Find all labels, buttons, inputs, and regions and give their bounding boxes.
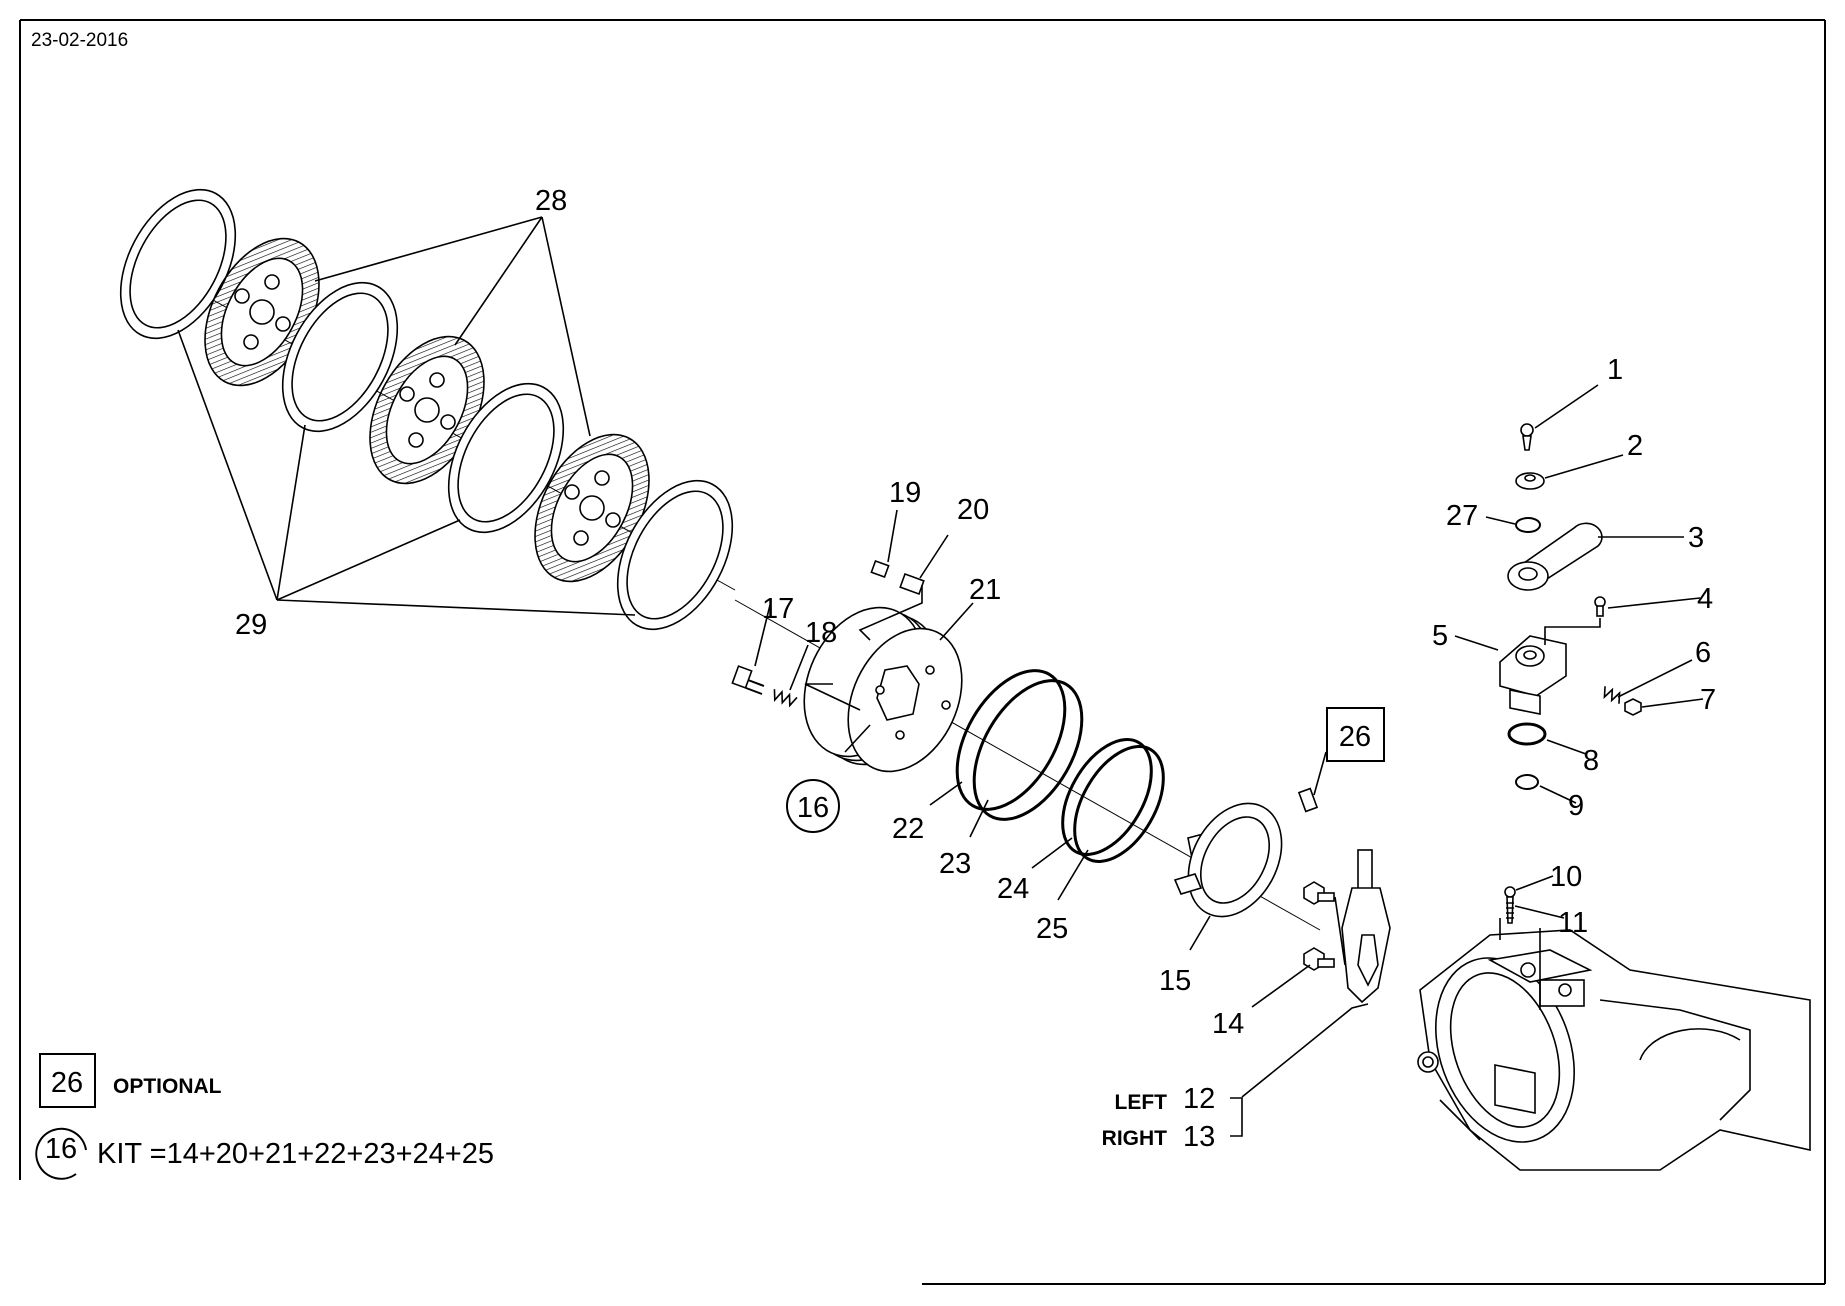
- callout-9: 9: [1568, 790, 1584, 822]
- piston-assembly: [731, 509, 1327, 951]
- lever-arm-3: [1507, 522, 1603, 591]
- bleeder-14: [1303, 881, 1346, 971]
- callouts: 1 2 3 4 5 6 7 8 9 10 11 12 13 14 15 16 1…: [235, 185, 1716, 1153]
- callout-18: 18: [805, 617, 837, 649]
- callout-5: 5: [1432, 620, 1448, 652]
- o-ring-8: [1507, 722, 1547, 746]
- bracket-5: [1499, 635, 1567, 715]
- callout-27: 27: [1446, 500, 1478, 532]
- callout-23: 23: [939, 848, 971, 880]
- callout-12: 12: [1183, 1083, 1215, 1115]
- leader-29: [177, 329, 636, 616]
- brake-arm-12-13: [1341, 849, 1391, 1004]
- callout-19: 19: [889, 477, 921, 509]
- callout-8: 8: [1583, 745, 1599, 777]
- spring-18: [773, 689, 798, 708]
- screw-4: [1594, 596, 1606, 617]
- side-label-right: RIGHT: [1102, 1127, 1168, 1150]
- callout-24: 24: [997, 873, 1029, 905]
- callout-6: 6: [1695, 637, 1711, 669]
- pin-26: [1297, 787, 1319, 813]
- legend-optional-ref: 26: [51, 1067, 83, 1099]
- piston-21: [803, 606, 963, 773]
- callout-2: 2: [1627, 430, 1643, 462]
- legend-optional-box: [39, 1053, 96, 1108]
- legend-optional-text: OPTIONAL: [113, 1075, 222, 1098]
- callout-20: 20: [957, 494, 989, 526]
- callout-16: 16: [797, 792, 829, 824]
- callout-1: 1: [1607, 354, 1623, 386]
- callout-26: 26: [1339, 721, 1371, 753]
- friction-disc: [204, 237, 320, 387]
- callout-15: 15: [1159, 965, 1191, 997]
- legend: 26 OPTIONAL 16 KIT =14+20+21+22+23+24+25: [35, 1053, 494, 1180]
- callout-3: 3: [1688, 522, 1704, 554]
- callout-7: 7: [1700, 684, 1716, 716]
- callout-4: 4: [1697, 583, 1713, 615]
- nut-7: [1624, 698, 1642, 716]
- steel-plate: [616, 479, 734, 631]
- arm-leaders: [1230, 875, 1565, 1137]
- brake-disc-stack: [119, 188, 736, 631]
- piston-leaders: [754, 509, 1327, 951]
- steel-plate: [281, 281, 399, 433]
- o-ring-25: [1073, 745, 1165, 863]
- lever-assembly: [1454, 384, 1704, 804]
- callout-25: 25: [1036, 913, 1068, 945]
- callout-10: 10: [1550, 861, 1582, 893]
- callout-22: 22: [892, 813, 924, 845]
- o-ring-24: [1061, 738, 1153, 856]
- ring-27: [1515, 517, 1541, 533]
- callout-11: 11: [1558, 907, 1588, 939]
- friction-disc: [534, 433, 650, 583]
- screw-1: [1520, 423, 1534, 451]
- legend-kit-circle: [35, 1127, 87, 1180]
- kit-circle-16: [786, 779, 840, 833]
- callout-13: 13: [1183, 1121, 1215, 1153]
- pin-19: [870, 559, 890, 579]
- brake-arm-assembly: [1230, 849, 1811, 1171]
- transmission-housing: [1417, 918, 1811, 1171]
- legend-kit-ref: 16: [45, 1133, 77, 1165]
- callout-28: 28: [535, 185, 567, 217]
- washer-2: [1515, 472, 1545, 490]
- steel-plate: [119, 188, 237, 340]
- optional-box-26: [1326, 707, 1385, 762]
- spring-6: [1603, 686, 1621, 704]
- callout-17: 17: [762, 593, 794, 625]
- callout-14: 14: [1212, 1008, 1244, 1040]
- callout-21: 21: [969, 574, 1001, 606]
- housing-15: [1173, 802, 1283, 918]
- o-ring-22: [955, 669, 1067, 811]
- o-ring-9: [1515, 774, 1539, 790]
- drawing-date: 23-02-2016: [31, 30, 129, 51]
- leader-28: [314, 216, 591, 437]
- drawing-frame: [19, 19, 1826, 1285]
- steel-plate: [447, 382, 565, 534]
- bolt-17: [731, 665, 765, 695]
- lever-leaders: [1454, 384, 1704, 804]
- friction-disc: [369, 335, 485, 485]
- side-label-left: LEFT: [1115, 1091, 1168, 1114]
- callout-29: 29: [235, 609, 267, 641]
- screw-10-11: [1504, 886, 1516, 924]
- legend-kit-text: KIT =14+20+21+22+23+24+25: [97, 1138, 494, 1170]
- o-ring-23: [972, 679, 1084, 821]
